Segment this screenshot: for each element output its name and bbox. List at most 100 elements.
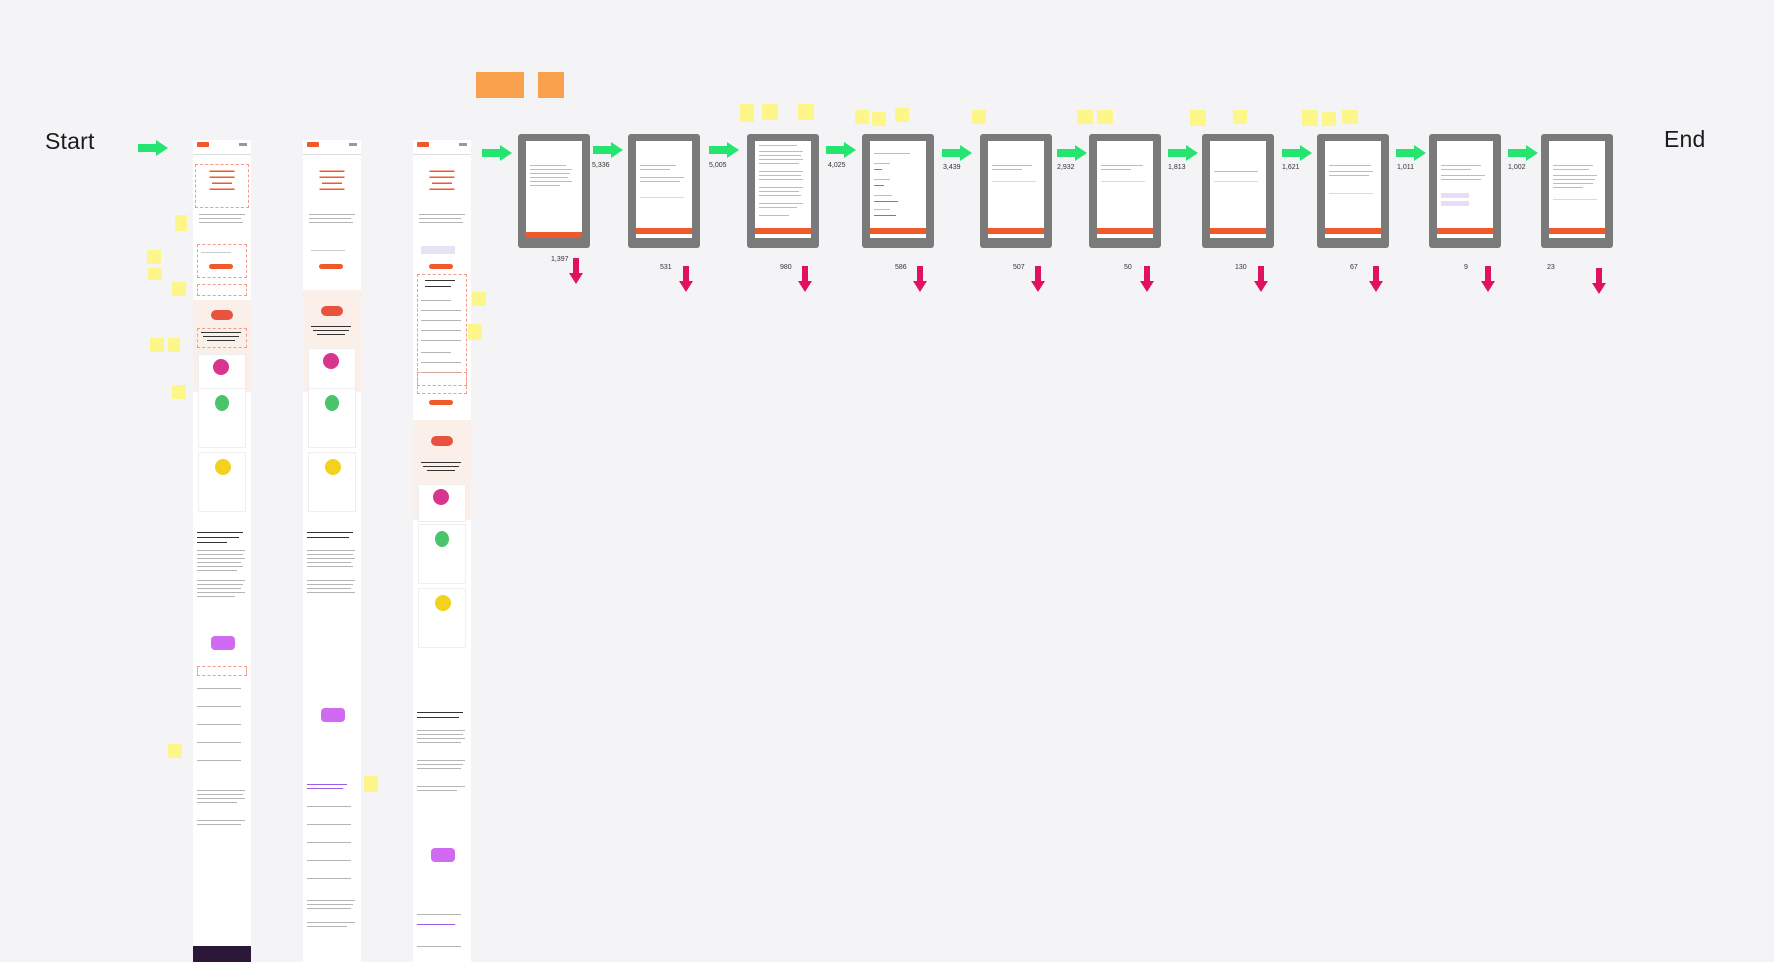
flow-arrow	[1057, 145, 1087, 161]
sticky-note	[148, 268, 162, 280]
hero-cta-button[interactable]	[319, 264, 343, 269]
sticky-note	[798, 104, 814, 120]
forward-count: 1,813	[1168, 164, 1186, 171]
dropoff-arrow	[679, 266, 693, 292]
start-label: Start	[45, 128, 95, 154]
hero-title-block: ▬▬▬▬▬▬▬▬▬▬▬▬▬▬▬▬▬▬▬	[319, 168, 345, 192]
form-step-10[interactable]	[1541, 134, 1613, 248]
hero-highlight	[195, 164, 249, 208]
landing-header	[413, 140, 471, 150]
flow-arrow	[482, 145, 512, 161]
landing-page-3[interactable]: ▬▬▬▬▬▬▬▬▬▬▬▬▬▬▬▬▬▬▬	[413, 140, 471, 962]
sticky-note	[150, 338, 164, 352]
flow-arrow	[1508, 145, 1538, 161]
dropoff-arrow	[1592, 268, 1606, 294]
form-step-8[interactable]	[1317, 134, 1389, 248]
benefit-section	[193, 300, 251, 392]
dropoff-count: 50	[1124, 264, 1132, 271]
sticky-note	[972, 110, 986, 124]
forward-count: 3,439	[943, 164, 961, 171]
sticky-note	[855, 110, 869, 124]
sticky-note	[168, 744, 182, 758]
form-step-1[interactable]	[518, 134, 590, 248]
sticky-note	[895, 108, 909, 122]
pricing-cta-button[interactable]	[429, 400, 453, 405]
sticky-note	[172, 282, 186, 296]
landing-page-2[interactable]: ▬▬▬▬▬▬▬▬▬▬▬▬▬▬▬▬▬▬▬	[303, 140, 361, 962]
dropoff-arrow	[913, 266, 927, 292]
sticky-note	[1233, 110, 1247, 124]
menu-icon	[349, 143, 357, 146]
sticky-note	[172, 385, 186, 399]
footer	[193, 946, 251, 962]
forward-count: 5,005	[709, 162, 727, 169]
dropoff-count: 67	[1350, 264, 1358, 271]
form-step-4[interactable]	[862, 134, 934, 248]
form-step-2[interactable]	[628, 134, 700, 248]
sticky-note	[740, 104, 754, 122]
benefit-section	[303, 290, 361, 392]
flow-arrow	[1168, 145, 1198, 161]
logo	[417, 142, 429, 147]
sticky-note	[168, 338, 180, 352]
forward-count: 1,011	[1397, 164, 1414, 171]
menu-icon	[459, 143, 467, 146]
landing-page-1[interactable]: ▬▬▬▬▬▬▬▬▬▬▬▬▬▬▬▬▬▬▬	[193, 140, 251, 962]
sticky-note	[1322, 112, 1336, 126]
orange-sticky-note	[538, 72, 564, 98]
sticky-note	[872, 112, 886, 126]
form-step-3[interactable]	[747, 134, 819, 248]
dropoff-count: 980	[780, 264, 792, 271]
flow-arrow	[942, 145, 972, 161]
sticky-note	[1097, 110, 1113, 124]
hero-cta-button[interactable]	[209, 264, 233, 269]
landing-header	[303, 140, 361, 150]
dropoff-arrow	[1369, 266, 1383, 292]
form-step-7[interactable]	[1202, 134, 1274, 248]
forward-count: 1,621	[1282, 164, 1300, 171]
landing-header	[193, 140, 251, 150]
dropoff-count: 23	[1547, 264, 1555, 271]
flow-arrow-start	[138, 140, 168, 156]
dropoff-count: 1,397	[551, 256, 569, 263]
forward-count: 4,025	[828, 162, 846, 169]
sticky-note	[762, 104, 778, 120]
dropoff-arrow	[798, 266, 812, 292]
dropoff-count: 130	[1235, 264, 1247, 271]
orange-sticky-note	[476, 72, 524, 98]
dropoff-count: 586	[895, 264, 907, 271]
sticky-note	[472, 292, 486, 306]
logo	[307, 142, 319, 147]
end-label: End	[1664, 126, 1706, 152]
sticky-note	[147, 250, 161, 264]
form-step-6[interactable]	[1089, 134, 1161, 248]
sticky-note	[468, 324, 482, 340]
sticky-note	[1077, 110, 1093, 124]
flow-arrow	[1282, 145, 1312, 161]
dropoff-count: 531	[660, 264, 672, 271]
menu-icon	[239, 143, 247, 146]
benefit-section	[413, 420, 471, 522]
hero-title-block: ▬▬▬▬▬▬▬▬▬▬▬▬▬▬▬▬▬▬▬	[209, 168, 235, 192]
form-step-9[interactable]	[1429, 134, 1501, 248]
flow-arrow	[1396, 145, 1426, 161]
hero-title-block: ▬▬▬▬▬▬▬▬▬▬▬▬▬▬▬▬▬▬▬	[429, 168, 455, 192]
logo	[197, 142, 209, 147]
sticky-note	[1190, 110, 1206, 126]
dropoff-arrow	[1254, 266, 1268, 292]
form-step-5[interactable]	[980, 134, 1052, 248]
sticky-note	[175, 215, 187, 231]
flow-arrow	[826, 142, 856, 158]
sticky-note	[364, 776, 378, 792]
flow-arrow	[593, 142, 623, 158]
dropoff-count: 9	[1464, 264, 1468, 271]
flow-arrow	[709, 142, 739, 158]
forward-count: 1,002	[1508, 164, 1526, 171]
hero-cta-button[interactable]	[429, 264, 453, 269]
forward-count: 2,932	[1057, 164, 1075, 171]
dropoff-arrow	[1031, 266, 1045, 292]
dropoff-arrow	[569, 258, 583, 284]
sticky-note	[1302, 110, 1318, 126]
dropoff-count: 507	[1013, 264, 1025, 271]
dropoff-arrow	[1481, 266, 1495, 292]
